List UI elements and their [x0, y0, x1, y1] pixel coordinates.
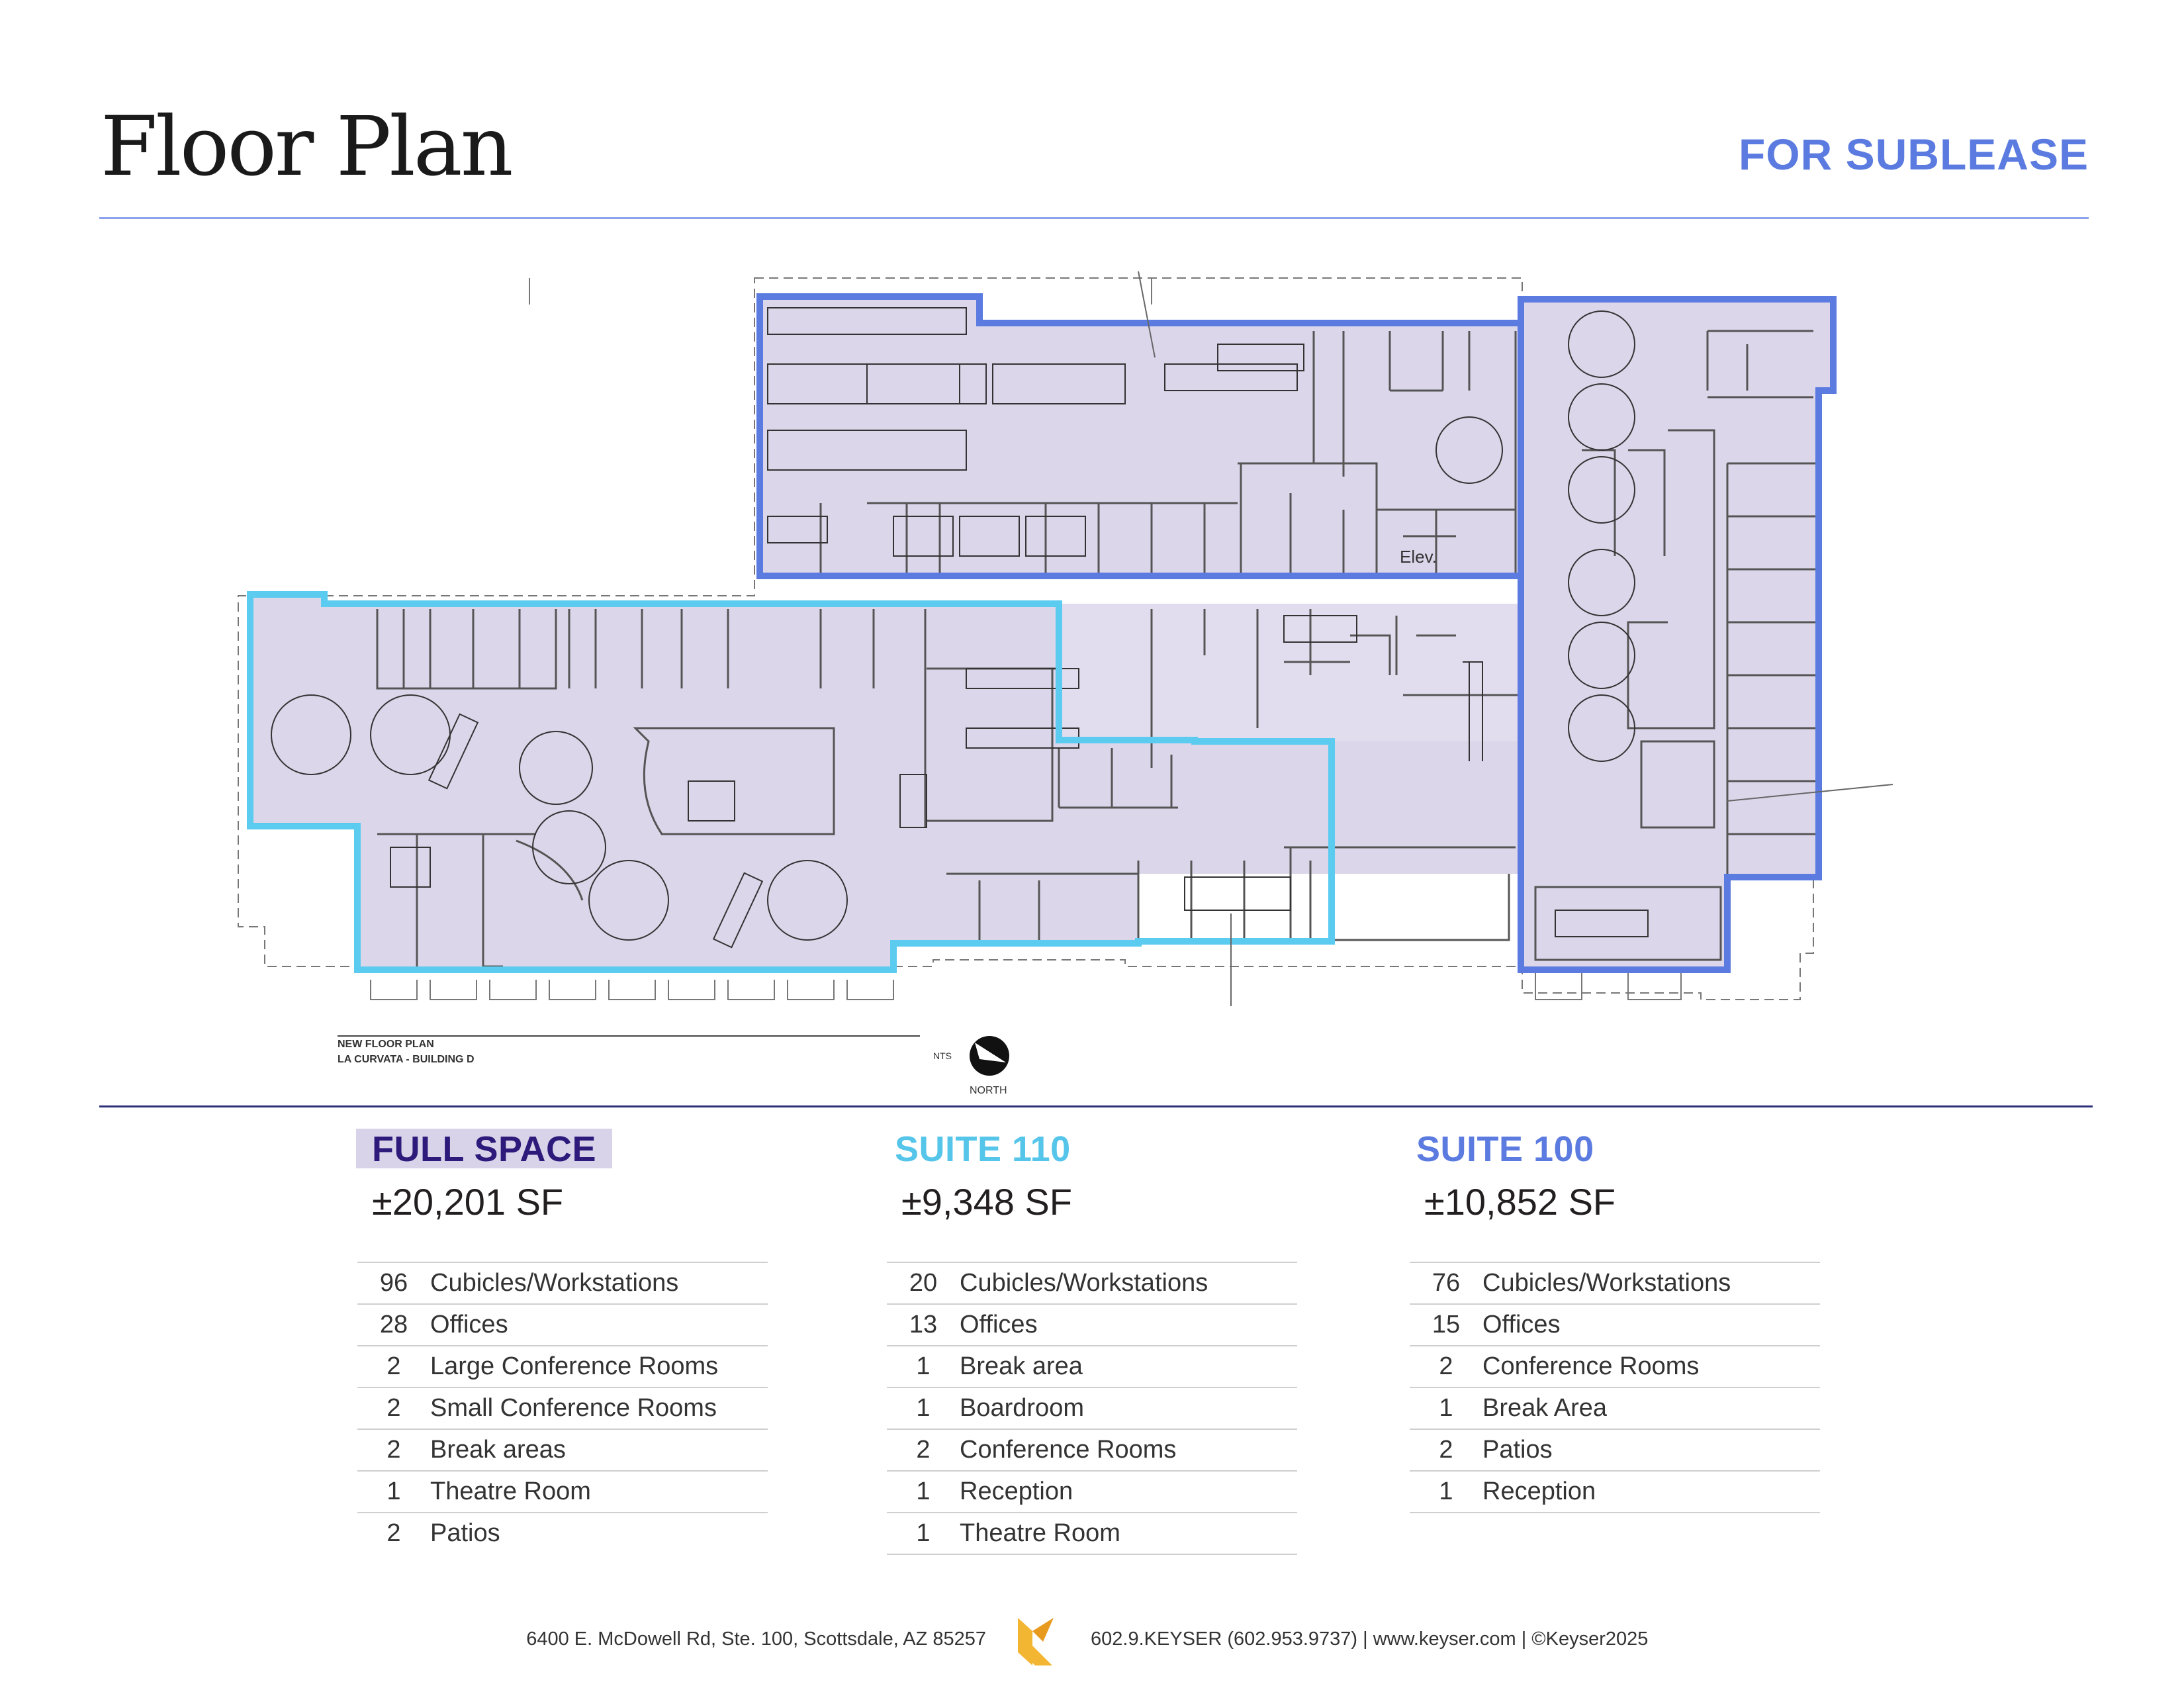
section-divider [99, 1105, 2093, 1107]
north-label: NORTH [970, 1085, 1007, 1096]
lounge-seating [390, 713, 927, 949]
plan-title-line1: NEW FLOOR PLAN [338, 1039, 434, 1050]
page-title: Floor Plan [101, 99, 514, 195]
small-desks [767, 516, 1086, 557]
pinwheel-clusters [271, 310, 1635, 941]
leader-lines [1138, 271, 1893, 1006]
workstation-clusters [271, 307, 1649, 949]
north-arrow-icon [970, 1036, 1009, 1076]
full-space-heading: FULL SPACE [356, 1129, 613, 1168]
workstation-row [767, 307, 1298, 471]
floor-plan-drawing: Elev. NEW FLOOR PLAN LA CURVATA - BUILDI… [238, 271, 1893, 1096]
plan-title-line2: LA CURVATA - BUILDING D [338, 1054, 475, 1065]
footer-contact: 602.9.KEYSER (602.953.9737) | www.keyser… [1091, 1628, 1649, 1650]
suite-fills [250, 297, 1833, 970]
suite-100-area: ±10,852 SF [1424, 1181, 1616, 1223]
plan-scale-note: NTS [933, 1051, 952, 1061]
elevator-label: Elev. [1400, 547, 1437, 567]
keyser-logo-icon [1018, 1618, 1054, 1665]
suite-110-area: ±9,348 SF [901, 1181, 1072, 1223]
full-space-area: ±20,201 SF [372, 1181, 564, 1223]
footer: 6400 E. McDowell Rd, Ste. 100, Scottsdal… [0, 1615, 2184, 1668]
footer-address: 6400 E. McDowell Rd, Ste. 100, Scottsdal… [526, 1628, 986, 1650]
stair [1463, 661, 1483, 761]
for-sublease-badge: FOR SUBLEASE [1738, 130, 2089, 179]
suite-100-heading: SUITE 100 [1416, 1129, 1594, 1169]
header-divider [99, 217, 2089, 219]
suite-110-outline [247, 591, 1335, 973]
window-marks [370, 278, 1682, 1000]
suite-110-heading: SUITE 110 [895, 1129, 1071, 1169]
suite-100-outline [756, 293, 1837, 973]
conference-tables [966, 344, 1649, 937]
